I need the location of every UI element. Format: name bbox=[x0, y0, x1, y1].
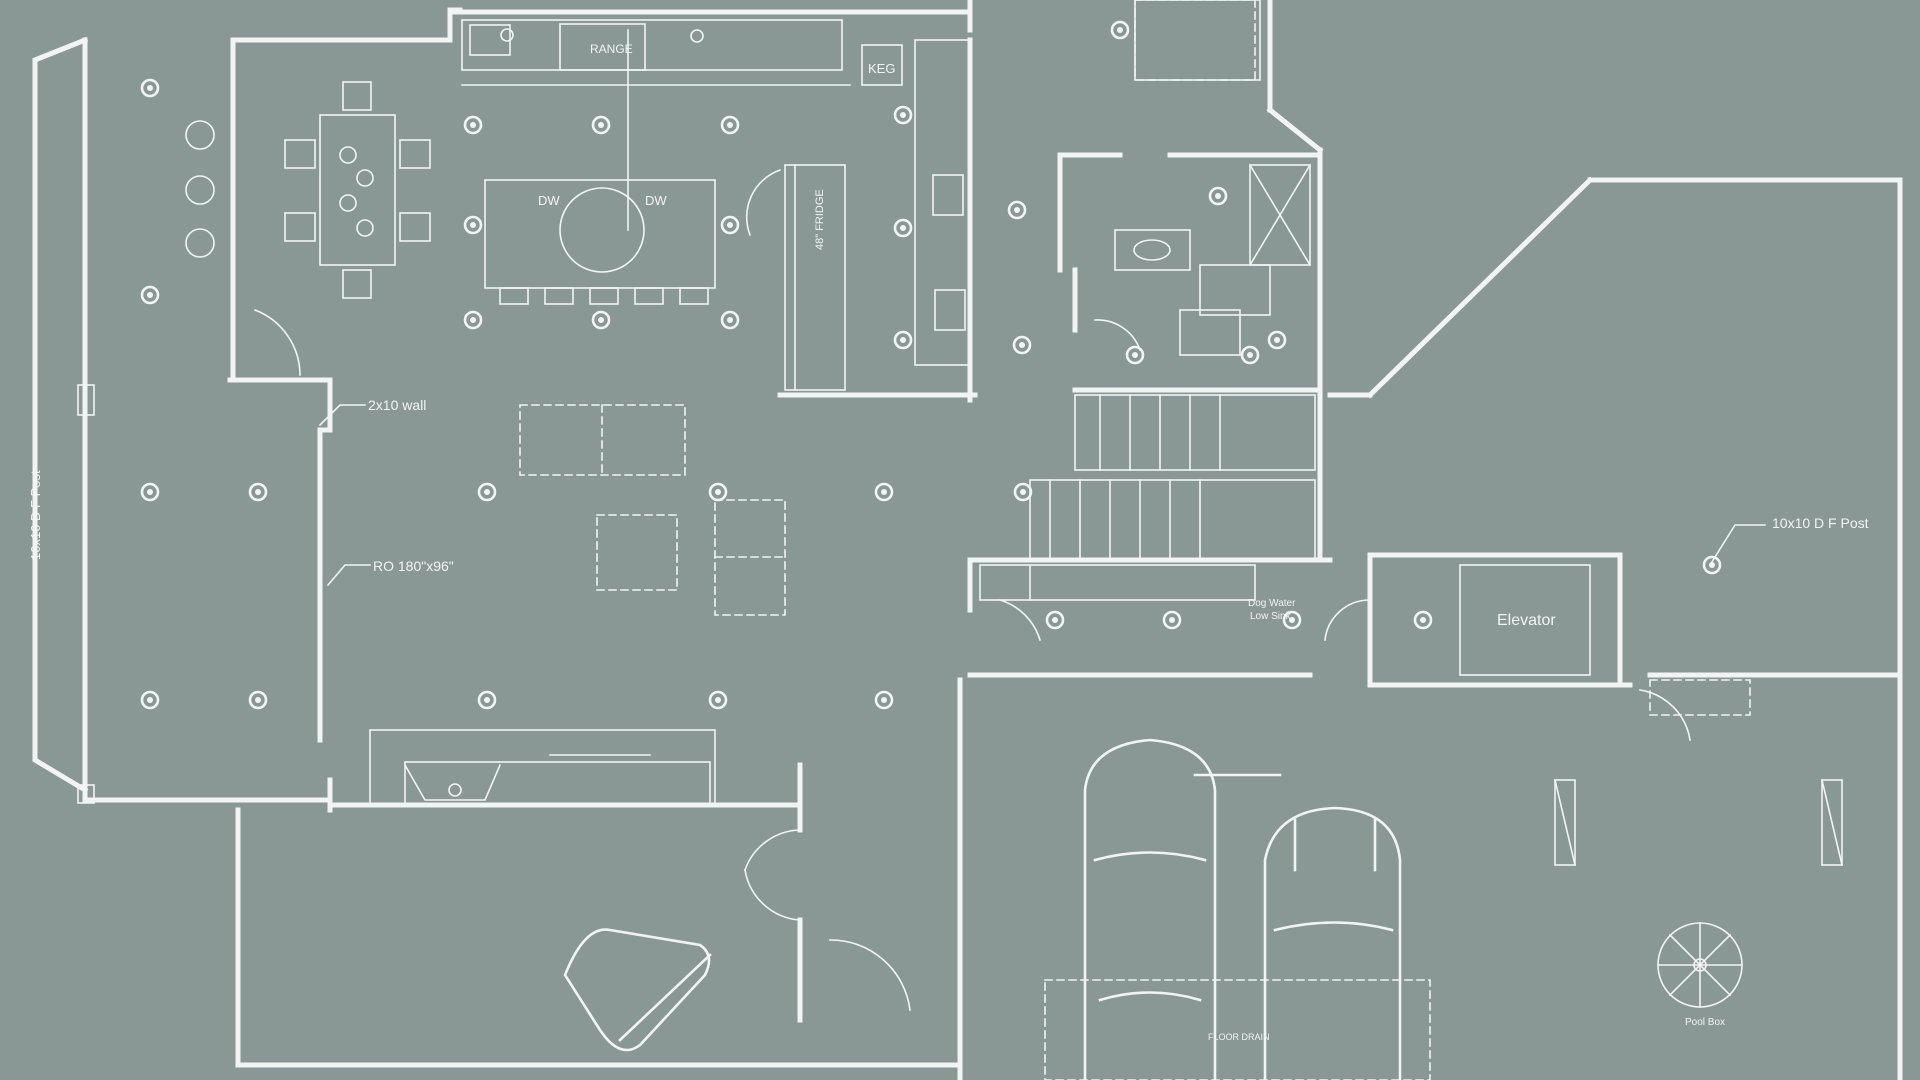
wall-note: 2x10 wall bbox=[368, 397, 426, 413]
recessed-light-icon bbox=[463, 215, 483, 235]
recessed-light-icon bbox=[893, 330, 913, 350]
furniture-dashed bbox=[519, 0, 1751, 1080]
recessed-light-icon bbox=[893, 105, 913, 125]
recessed-light-icon bbox=[708, 482, 728, 502]
fridge-label: 48" FRIDGE bbox=[814, 189, 826, 250]
note-leaders bbox=[318, 404, 1766, 587]
recessed-light-icon bbox=[140, 482, 160, 502]
recessed-light-icon bbox=[477, 690, 497, 710]
recessed-light-icon bbox=[1240, 345, 1260, 365]
recessed-light-icon bbox=[1045, 610, 1065, 630]
low-sink-label: Low Sink bbox=[1250, 611, 1292, 622]
recessed-light-icon bbox=[248, 690, 268, 710]
dishwasher-right-label: DW bbox=[645, 193, 667, 208]
recessed-light-icon bbox=[591, 115, 611, 135]
recessed-light-icon bbox=[893, 218, 913, 238]
recessed-light-icon bbox=[1013, 482, 1033, 502]
recessed-lights bbox=[140, 20, 1722, 710]
recessed-light-icon bbox=[1162, 610, 1182, 630]
recessed-light-icon bbox=[140, 690, 160, 710]
recessed-light-icon bbox=[1702, 555, 1722, 575]
recessed-light-icon bbox=[708, 690, 728, 710]
recessed-light-icon bbox=[1007, 200, 1027, 220]
grand-piano-icon bbox=[563, 928, 712, 1052]
recessed-light-icon bbox=[140, 285, 160, 305]
recessed-light-icon bbox=[720, 215, 740, 235]
recessed-light-icon bbox=[463, 310, 483, 330]
recessed-light-icon bbox=[477, 482, 497, 502]
recessed-light-icon bbox=[1110, 20, 1130, 40]
pool-box-label: Pool Box bbox=[1685, 1017, 1725, 1028]
recessed-light-icon bbox=[1282, 610, 1302, 630]
elevator-label: Elevator bbox=[1497, 612, 1556, 629]
rough-opening-note: RO 180"x96" bbox=[373, 558, 454, 574]
car-icon bbox=[1083, 738, 1282, 1080]
recessed-light-icon bbox=[720, 310, 740, 330]
door-swings bbox=[253, 168, 1691, 1011]
recessed-light-icon bbox=[140, 78, 160, 98]
recessed-light-icon bbox=[874, 482, 894, 502]
car-icon bbox=[1263, 806, 1402, 1080]
recessed-light-icon bbox=[1125, 345, 1145, 365]
recessed-light-icon bbox=[1267, 330, 1287, 350]
post-right-label: 10x10 D F Post bbox=[1772, 515, 1869, 531]
recessed-light-icon bbox=[1208, 186, 1228, 206]
dog-water-label: Dog Water bbox=[1248, 598, 1296, 609]
recessed-light-icon bbox=[463, 115, 483, 135]
recessed-light-icon bbox=[591, 310, 611, 330]
floor-drain-label: FLOOR DRAIN bbox=[1208, 1032, 1270, 1042]
recessed-light-icon bbox=[874, 690, 894, 710]
ceiling-fan-icon bbox=[1657, 922, 1743, 1008]
keg-label: KEG bbox=[868, 61, 895, 76]
post-left-label: 10x10 D F Post bbox=[28, 470, 43, 560]
range-label: RANGE bbox=[590, 42, 633, 56]
dishwasher-left-label: DW bbox=[538, 193, 560, 208]
recessed-light-icon bbox=[720, 115, 740, 135]
cabinetry bbox=[77, 0, 1843, 866]
recessed-light-icon bbox=[1012, 335, 1032, 355]
recessed-light-icon bbox=[1413, 610, 1433, 630]
recessed-light-icon bbox=[248, 482, 268, 502]
